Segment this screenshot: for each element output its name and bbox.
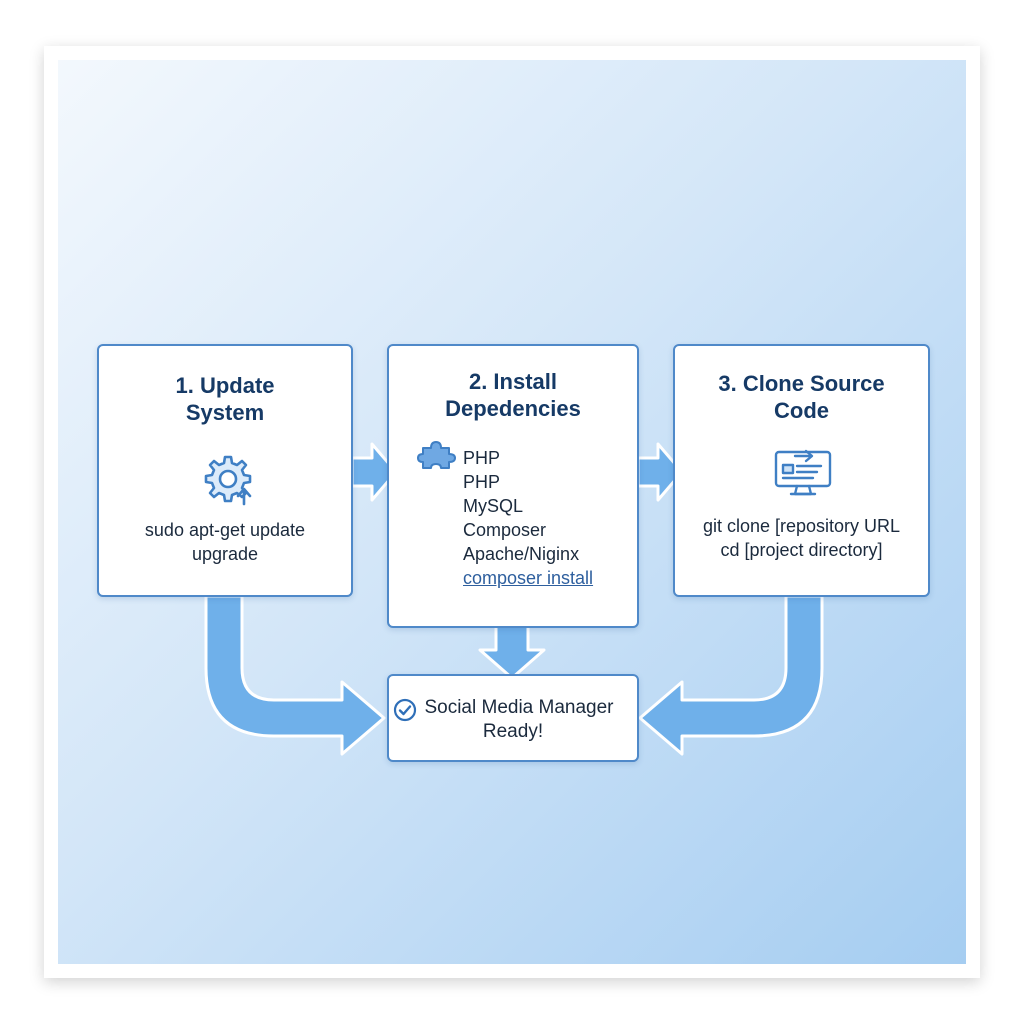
result-box: Social Media Manager Ready! <box>387 674 639 762</box>
dependency-item: Apache/Niginx <box>463 544 580 564</box>
dependency-list: PHP PHP MySQL Composer Apache/Niginx com… <box>463 446 593 590</box>
dependency-item: MySQL <box>463 496 524 516</box>
step1-command-line1: sudo apt-get update <box>144 520 306 540</box>
result-message: Social Media Manager Ready! <box>389 696 637 744</box>
result-line2: Ready! <box>482 721 544 742</box>
step1-title-line2: System <box>185 400 265 425</box>
composer-install-command: composer install <box>463 568 594 588</box>
step3-command: git clone [repository URL cd [project di… <box>675 514 928 562</box>
step3-title: 3. Clone Source Code <box>675 370 928 424</box>
step1-title: 1. Update System <box>99 372 351 426</box>
step1-title-line1: 1. Update <box>175 373 275 398</box>
arrow-step1-to-step2 <box>350 442 398 502</box>
step2-box: 2. Install Depedencies PHP PHP MySQL Com… <box>387 344 639 628</box>
monitor-code-icon <box>774 449 832 496</box>
step2-title-line1: 2. Install <box>468 369 558 394</box>
arrow-step2-to-step3 <box>636 442 684 502</box>
step2-title: 2. Install Depedencies <box>389 368 637 422</box>
gear-upload-icon <box>204 455 252 506</box>
dependency-item: Composer <box>463 520 547 540</box>
arrow-step2-to-result <box>478 624 546 680</box>
step1-command-line2: upgrade <box>191 544 259 564</box>
puzzle-icon <box>417 441 456 469</box>
check-circle-icon <box>393 698 417 722</box>
step2-title-line2: Depedencies <box>445 396 581 421</box>
step1-command: sudo apt-get update upgrade <box>99 518 351 566</box>
dependency-item: PHP <box>463 448 501 468</box>
step3-title-line2: Code <box>774 398 829 423</box>
arrow-step1-to-result <box>204 594 386 756</box>
step1-box: 1. Update System sudo apt-get update upg… <box>97 344 353 597</box>
step3-box: 3. Clone Source Code git clone [reposito… <box>673 344 930 597</box>
step3-title-line1: 3. Clone Source <box>718 371 885 396</box>
arrow-step3-to-result <box>638 594 824 756</box>
step3-command-line2: cd [project directory] <box>720 540 883 560</box>
result-line1: Social Media Manager <box>424 697 614 718</box>
step3-command-line1: git clone [repository URL <box>702 516 901 536</box>
dependency-item: PHP <box>463 472 501 492</box>
